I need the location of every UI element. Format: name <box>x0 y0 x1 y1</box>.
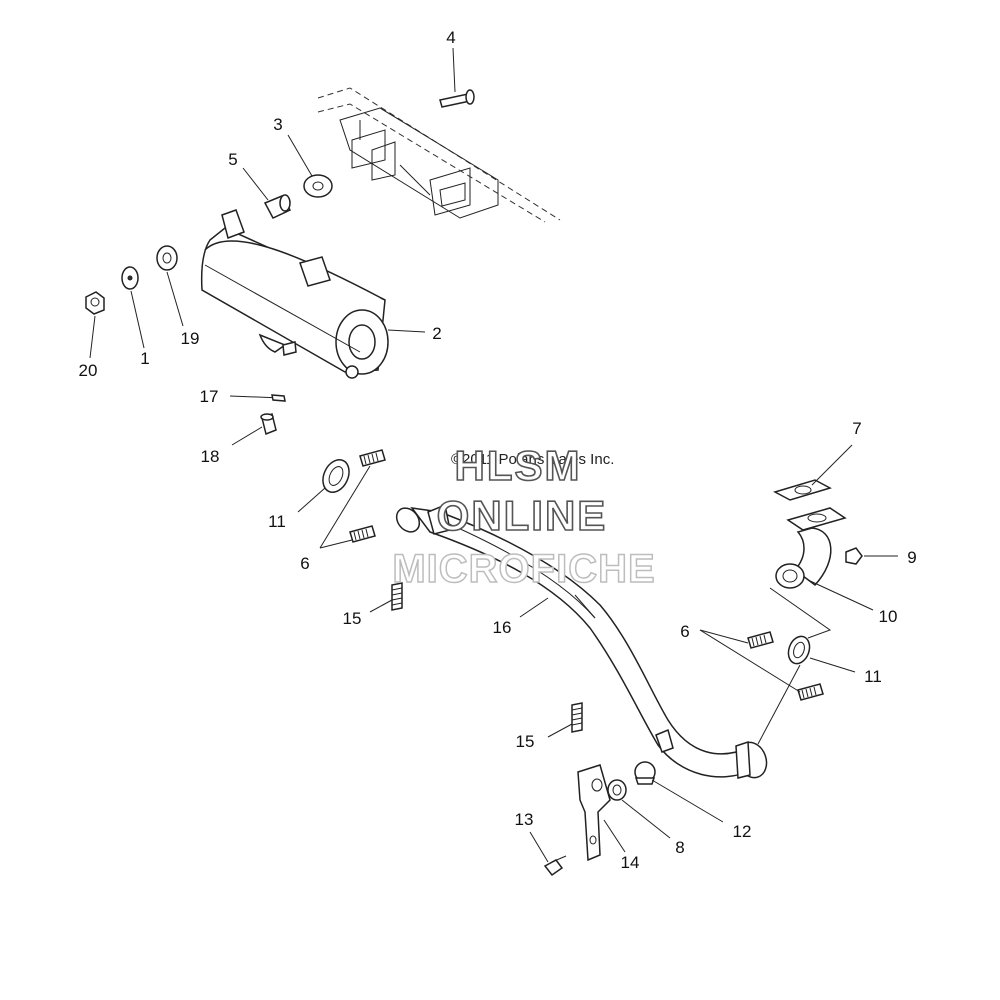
copyright-notice: ©2011 Polaris Sales Inc. <box>451 451 614 468</box>
callout-12: 12 <box>733 822 752 841</box>
frame-section <box>317 87 561 223</box>
watermark-line-2: ONLINE <box>437 492 608 539</box>
callout-labels: 1 2 3 4 5 6 6 7 8 9 10 11 11 12 13 14 15… <box>79 28 917 872</box>
callout-15-upper: 15 <box>343 609 362 628</box>
head-pipe-part-16 <box>395 503 768 779</box>
flange-pipe-part-10 <box>775 507 847 589</box>
bolt-part-13 <box>543 855 567 877</box>
bushing-part-5 <box>263 194 292 219</box>
fastener-part-18 <box>260 412 277 436</box>
callout-11-upper: 11 <box>268 512 286 531</box>
callout-10: 10 <box>879 607 898 626</box>
callout-9: 9 <box>907 548 916 567</box>
callout-4: 4 <box>446 28 455 47</box>
gasket-part-11-lower <box>787 635 811 665</box>
callout-20: 20 <box>79 361 98 380</box>
washer-part-8 <box>607 779 627 801</box>
callout-8: 8 <box>675 838 684 857</box>
gasket-part-7 <box>773 479 832 501</box>
callout-2: 2 <box>432 324 441 343</box>
callout-1: 1 <box>140 349 149 368</box>
callout-19: 19 <box>181 329 200 348</box>
watermark: HLSM ONLINE MICROFICHE <box>392 441 656 592</box>
gasket-part-11-upper <box>322 459 350 493</box>
watermark-line-1: HLSM <box>455 442 582 489</box>
watermark-line-3: MICROFICHE <box>392 547 655 591</box>
callout-13: 13 <box>515 810 534 829</box>
callout-5: 5 <box>228 150 237 169</box>
callout-17: 17 <box>200 387 219 406</box>
callout-18: 18 <box>201 447 220 466</box>
spring-part-15-lower <box>571 702 583 733</box>
spring-part-6-lower <box>747 631 824 701</box>
callout-15-lower: 15 <box>516 732 535 751</box>
callout-7: 7 <box>852 419 861 438</box>
muffler-part-2 <box>200 209 389 379</box>
sensor-part-12 <box>634 761 656 785</box>
callout-16: 16 <box>493 618 512 637</box>
washer-part-1 <box>121 266 139 290</box>
nut-part-9 <box>845 547 863 565</box>
spring-part-15-upper <box>391 582 403 611</box>
bolt-part-4 <box>439 89 475 108</box>
pin-part-17 <box>229 394 286 402</box>
callout-6-upper: 6 <box>300 554 309 573</box>
callout-6-lower: 6 <box>680 622 689 641</box>
washer-part-19 <box>156 245 178 271</box>
bracket-part-14 <box>577 764 611 862</box>
grommet-part-3 <box>303 174 333 198</box>
nut-part-20 <box>85 291 105 315</box>
callout-14: 14 <box>621 853 640 872</box>
spring-part-6-upper <box>349 449 386 543</box>
callout-11-lower: 11 <box>864 667 882 686</box>
callout-3: 3 <box>273 115 282 134</box>
